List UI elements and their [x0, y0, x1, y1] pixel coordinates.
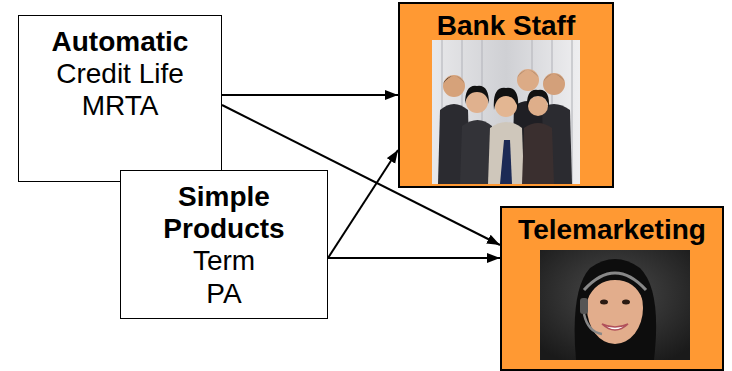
box-item: PA	[127, 278, 321, 310]
channel-box: Telemarketing	[500, 206, 724, 371]
box-item: MRTA	[25, 90, 215, 122]
telemarketer-photo	[540, 250, 690, 360]
box-heading: Simple Products	[127, 181, 321, 245]
channel-box: Bank Staff	[398, 2, 614, 188]
arrow-connector	[328, 257, 500, 259]
box-item: Term	[127, 245, 321, 277]
arrow-connector	[328, 150, 398, 258]
staff-photo	[432, 40, 580, 184]
arrow-connector	[222, 94, 398, 96]
box-heading: Automatic	[25, 26, 215, 58]
box-heading: Bank Staff	[404, 10, 608, 42]
box-item: Credit Life	[25, 58, 215, 90]
box-heading: Telemarketing	[506, 214, 718, 246]
product-group-box: AutomaticCredit LifeMRTA	[18, 15, 222, 182]
product-group-box: Simple ProductsTermPA	[120, 170, 328, 319]
